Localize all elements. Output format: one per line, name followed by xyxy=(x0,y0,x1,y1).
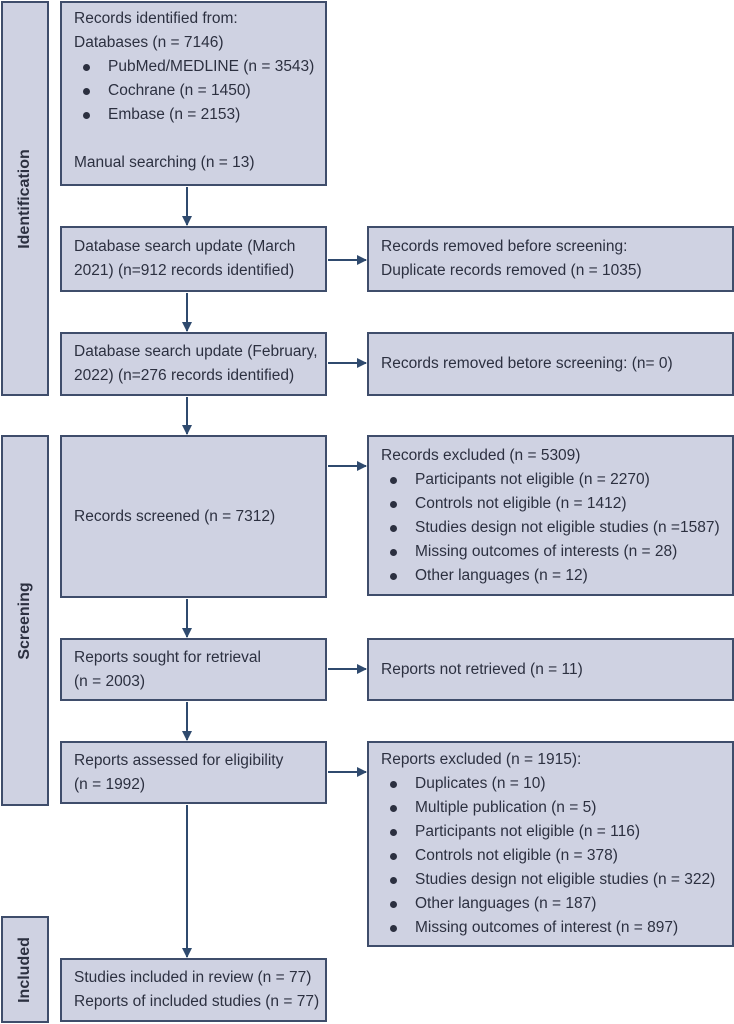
reports-excluded-list: Duplicates (n = 10) Multiple publication… xyxy=(381,772,720,940)
march-removed-box: Records removed before screening: Duplic… xyxy=(367,226,734,292)
list-item: Participants not eligible (n = 2270) xyxy=(381,468,720,492)
included-stage-bar: Included xyxy=(1,916,49,1023)
box-line: Database search update (February, xyxy=(74,343,318,360)
database-list: PubMed/MEDLINE (n = 3543) Cochrane (n = … xyxy=(74,55,314,127)
february-update-box: Database search update (February, 2022) … xyxy=(60,332,327,396)
list-item: Missing outcomes of interests (n = 28) xyxy=(381,540,720,564)
records-excluded-list: Participants not eligible (n = 2270) Con… xyxy=(381,468,720,588)
box-line: Database search update (March xyxy=(74,238,296,255)
box-line: Records removed betore screening: (n= 0) xyxy=(381,355,673,372)
list-item: Missing outcomes of interest (n = 897) xyxy=(381,916,720,940)
box-line: Reports not retrieved (n = 11) xyxy=(381,660,583,678)
box-line: Records removed before screening: xyxy=(381,238,628,255)
march-update-box: Database search update (March 2021) (n=9… xyxy=(60,226,327,292)
reports-excluded-title: Reports excluded (n = 1915): xyxy=(381,751,582,768)
records-screened-box: Records screened (n = 7312) xyxy=(60,435,327,598)
list-item: PubMed/MEDLINE (n = 3543) xyxy=(74,55,314,79)
box-line: Reports assessed for eligibility xyxy=(74,751,284,769)
list-item: Cochrane (n = 1450) xyxy=(74,79,313,103)
list-item: Multiple publication (n = 5) xyxy=(381,796,720,820)
screening-stage-bar: Screening xyxy=(1,435,49,806)
box-line: (n = 2003) xyxy=(74,672,146,690)
box-line: Reports of included studies (n = 77) xyxy=(74,993,320,1010)
list-item: Studies design not eligible studies (n =… xyxy=(381,516,720,540)
list-item: Studies design not eligible studies (n =… xyxy=(381,868,720,892)
list-item: Embase (n = 2153) xyxy=(74,103,313,127)
identification-stage-bar: Identification xyxy=(1,1,49,396)
studies-included-box: Studies included in review (n = 77) Repo… xyxy=(60,958,327,1022)
databases-count: Databases (n = 7146) xyxy=(74,34,224,51)
records-identified-box: Records identified from: Databases (n = … xyxy=(60,1,327,186)
list-item: Duplicates (n = 10) xyxy=(381,772,720,796)
box-line: 2021) (n=912 records identified) xyxy=(74,262,295,279)
reports-not-retrieved-box: Reports not retrieved (n = 11) xyxy=(367,638,734,701)
records-excluded-title: Records excluded (n = 5309) xyxy=(381,447,581,464)
list-item: Controls not eligible (n = 378) xyxy=(381,844,720,868)
list-item: Controls not eligible (n = 1412) xyxy=(381,492,720,516)
box-line: (n = 1992) xyxy=(74,775,146,793)
list-item: Participants not eligible (n = 116) xyxy=(381,820,720,844)
february-removed-box: Records removed betore screening: (n= 0) xyxy=(367,332,734,396)
list-item: Other languages (n = 12) xyxy=(381,564,720,588)
reports-sought-box: Reports sought for retrieval (n = 2003) xyxy=(60,638,327,701)
reports-excluded-box: Reports excluded (n = 1915): Duplicates … xyxy=(367,741,734,947)
box-line: Studies included in review (n = 77) xyxy=(74,969,312,986)
list-item: Other languages (n = 187) xyxy=(381,892,720,916)
reports-assessed-box: Reports assessed for eligibility (n = 19… xyxy=(60,741,327,804)
box-line: 2022) (n=276 records identified) xyxy=(74,367,295,384)
manual-searching-count: Manual searching (n = 13) xyxy=(74,154,255,171)
records-excluded-box: Records excluded (n = 5309) Participants… xyxy=(367,435,734,596)
box-line: Reports sought for retrieval xyxy=(74,648,261,666)
records-screened-count: Records screened (n = 7312) xyxy=(74,507,276,525)
records-identified-title: Records identified from: xyxy=(74,10,238,27)
box-line: Duplicate records removed (n = 1035) xyxy=(381,262,642,279)
